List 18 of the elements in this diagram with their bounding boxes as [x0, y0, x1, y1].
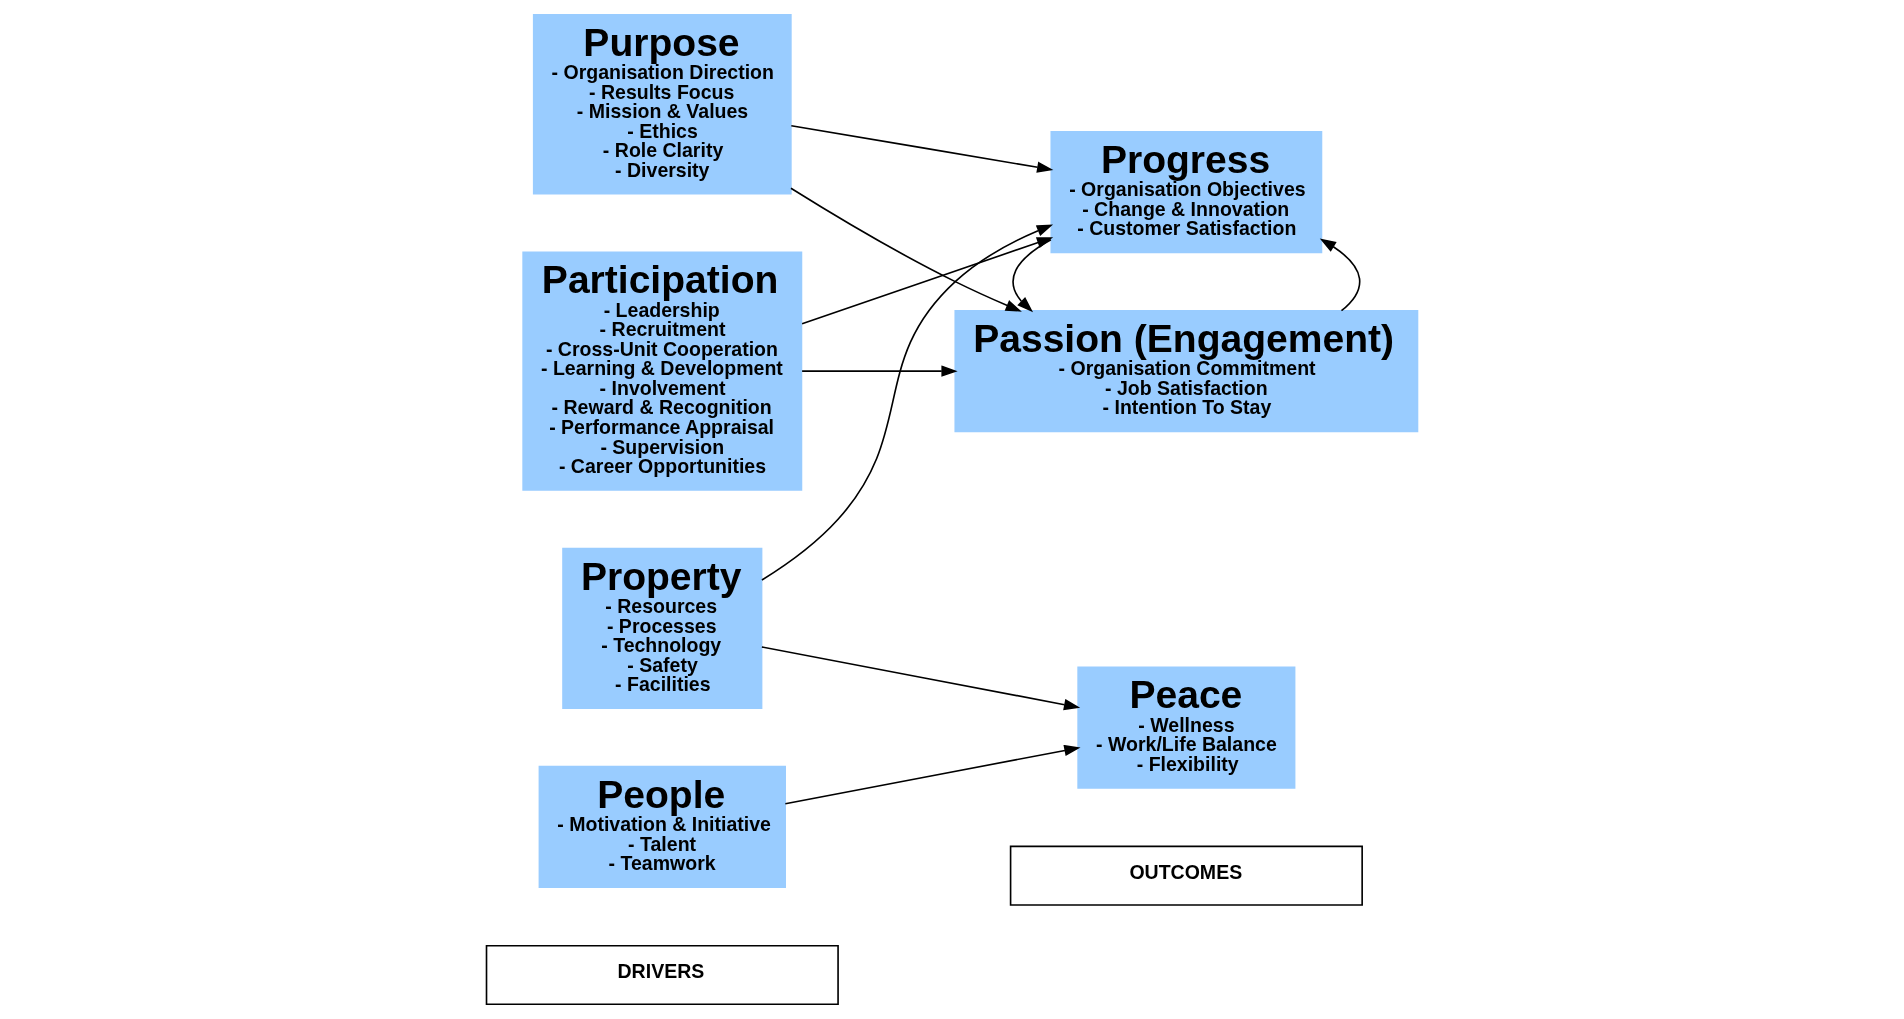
arrow — [1012, 239, 1052, 313]
node-box: Participation - Leadership - Recruitment - Cross-Unit Cooperation - Learning & Development - Involvement - Reward & Recognition - Performance Appraisal - Supervision - Career Opportunities — [522, 251, 803, 491]
arrow — [761, 224, 1054, 581]
node-box: Passion (Engagement) - Organisation Commitment - Job Satisfaction - Intention To Stay — [954, 310, 1419, 433]
arrow — [801, 237, 1054, 325]
arrow — [1319, 238, 1361, 312]
node-box: Peace - Wellness - Work/Life Balance - Flexibility — [1077, 666, 1296, 789]
node-box: OUTCOMES — [1009, 845, 1363, 906]
node-box: Purpose - Organisation Direction - Results Focus - Mission & Values - Ethics - Role Clarity - Diversity — [532, 13, 792, 195]
arrow — [801, 365, 958, 377]
node-box: DRIVERS — [485, 944, 839, 1006]
node-box: Property - Resources - Processes - Technology - Safety - Facilities — [562, 547, 763, 709]
arrow — [790, 187, 1022, 312]
arrow — [761, 646, 1081, 711]
arrow — [790, 124, 1054, 173]
arrow — [784, 744, 1081, 805]
node-box: Progress - Organisation Objectives - Change & Innovation - Customer Satisfaction — [1050, 131, 1323, 254]
node-box: People - Motivation & Initiative - Talent - Teamwork — [538, 765, 786, 888]
